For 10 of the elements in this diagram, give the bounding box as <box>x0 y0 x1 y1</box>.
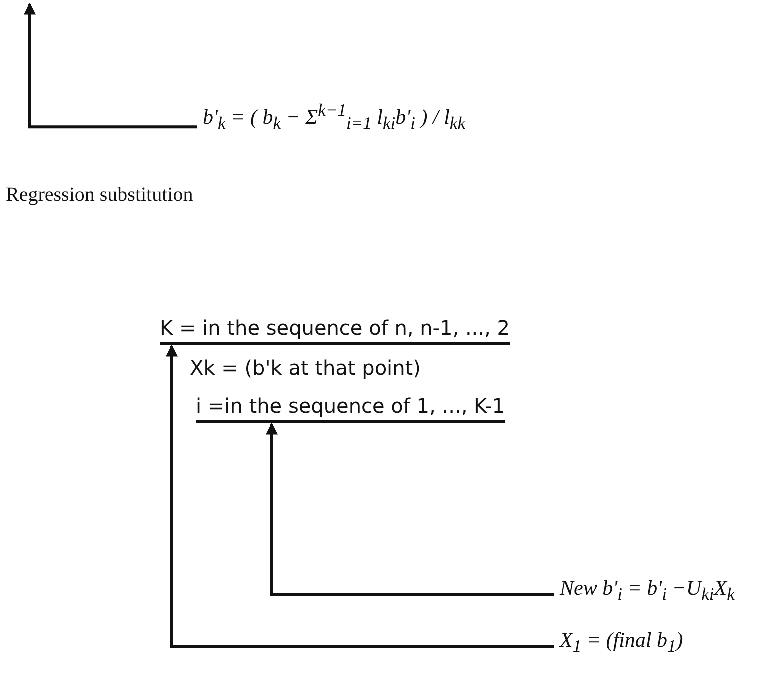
arrow <box>24 2 197 129</box>
loop-heading: K = in the sequence of n, n-1, ..., 2 <box>160 316 510 345</box>
formula: New b'$_{i}$ = b'$_{i}$ −U$_{ki}$X$_{k}$ <box>560 576 735 606</box>
formula: b'$_{k}$ = ( b$_{k}$ − Σ$^{k−1}$$_{i=1}$ l$_{ki}$b'$_{i}$ ) / l$_{kk}$ <box>203 100 466 134</box>
note-text: Xk = (b'k at that point) <box>190 356 421 380</box>
formula: X$_{1}$ = (final b$_{1}$) <box>560 628 684 658</box>
arrow <box>266 422 554 596</box>
section-title: Regression substitution <box>6 184 194 207</box>
arrow <box>166 344 554 648</box>
loop-heading: i =in the sequence of 1, ..., K-1 <box>196 394 505 423</box>
